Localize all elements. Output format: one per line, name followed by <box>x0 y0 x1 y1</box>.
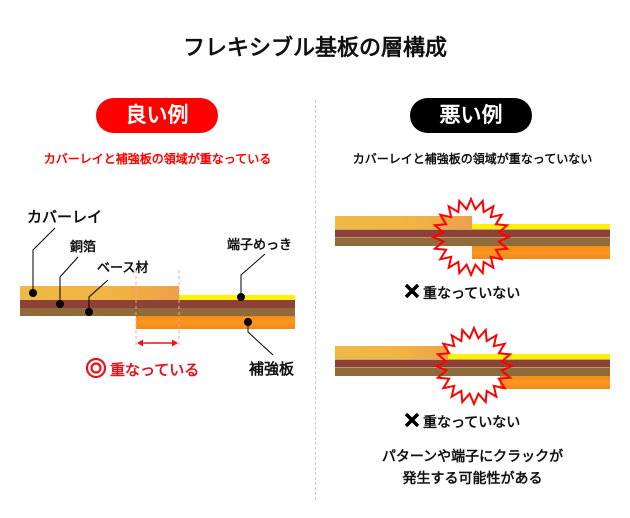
cross-icon <box>404 412 420 428</box>
double-circle-icon <box>85 357 107 379</box>
bad-example-subtitle: カバーレイと補強板の領域が重なっていない <box>352 152 593 166</box>
bad-warning-line2: 発生する可能性がある <box>402 471 543 487</box>
good-stack <box>20 227 295 379</box>
good-example-subtitle: カバーレイと補強板の領域が重なっている <box>43 152 272 166</box>
bad-case1-text: 重なっていない <box>423 286 521 302</box>
label-plating: 端子めっき <box>227 238 293 253</box>
page-title: フレキシブル基板の層構成 <box>182 36 447 61</box>
bad-warning: パターンや端子にクラックが 発生する可能性がある <box>315 446 630 490</box>
good-plating-layer <box>179 295 295 300</box>
bad-case2-text: 重なっていない <box>423 415 521 431</box>
good-result-text: 重なっている <box>110 361 200 379</box>
bad-warning-line1: パターンや端子にクラックが <box>381 449 564 465</box>
good-stiffener-layer <box>136 316 295 329</box>
bad-stack-1 <box>335 196 610 278</box>
good-copper-layer <box>20 300 295 308</box>
label-base: ベース材 <box>97 261 149 276</box>
label-stiffener: 補強板 <box>249 360 295 378</box>
section-divider <box>315 100 316 500</box>
label-coverlay: カバーレイ <box>27 208 103 226</box>
good-base-layer <box>20 308 295 316</box>
good-example-badge: 良い例 <box>96 98 218 133</box>
cross-icon <box>404 283 420 299</box>
bad-stack-2 <box>335 325 610 407</box>
bad-example-badge: 悪い例 <box>410 98 532 133</box>
label-copper: 銅箔 <box>70 240 97 255</box>
